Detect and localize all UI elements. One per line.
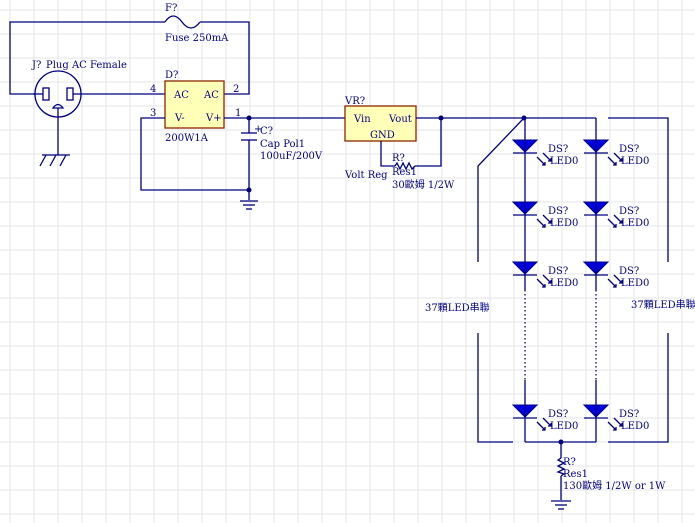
led-ref: DS? [548, 409, 568, 420]
capacitor[interactable]: + C? Cap Pol1 100uF/200V [241, 124, 323, 162]
pin-label-gnd: GND [370, 130, 395, 141]
pin-label-ac: AC [173, 90, 189, 101]
led-value: LED0 [621, 156, 649, 167]
light-emission-icon [607, 214, 623, 228]
regulator-value: Volt Reg [344, 170, 388, 181]
plug-ref: J? [31, 60, 41, 71]
light-emission-icon [536, 417, 552, 431]
earth-ground-icon [39, 154, 70, 167]
r1-type: Res1 [392, 167, 417, 178]
led[interactable]: DS?LED0 [511, 261, 578, 289]
resistor-r2[interactable]: R? Res1 130歐姆 1/2W or 1W [556, 457, 666, 492]
led-value: LED0 [550, 218, 578, 229]
led-value: LED0 [621, 218, 649, 229]
pin-label-vplus: V+ [205, 113, 222, 124]
cap-value: 100uF/200V [260, 151, 323, 162]
pin-number: 3 [150, 108, 156, 119]
voltage-regulator[interactable]: Vin Vout GND VR? Volt Reg [344, 96, 417, 181]
led[interactable]: DS?LED0 [582, 201, 649, 229]
light-emission-icon [607, 152, 623, 166]
light-emission-icon [536, 274, 552, 288]
led-ref: DS? [619, 409, 639, 420]
cap-polarity: + [254, 124, 262, 135]
bridge-rectifier[interactable]: AC AC V- V+ 4 2 3 1 D? 200W1A [150, 70, 241, 144]
light-emission-icon [607, 274, 623, 288]
led[interactable]: DS?LED0 [511, 201, 578, 229]
pin-number: 2 [233, 84, 239, 95]
led[interactable]: DS?LED0 [582, 261, 649, 289]
ground-icon [240, 200, 258, 210]
r1-ref: R? [392, 153, 405, 164]
led-ref: DS? [548, 266, 568, 277]
r2-type: Res1 [563, 469, 588, 480]
pin-label-vout: Vout [388, 114, 412, 125]
wire-top-loop[interactable] [9, 21, 250, 95]
led-ref: DS? [548, 206, 568, 217]
led-value: LED0 [550, 421, 578, 432]
fuse[interactable]: F? Fuse 250mA [164, 3, 229, 44]
r2-ref: R? [563, 457, 576, 468]
pin-label-ac: AC [203, 90, 219, 101]
led-value: LED0 [550, 156, 578, 167]
fuse-ref: F? [165, 3, 177, 14]
cap-type: Cap Pol1 [260, 139, 305, 150]
r1-value: 30歐姆 1/2W [392, 178, 455, 191]
led-ref: DS? [619, 206, 639, 217]
led-array: DS?LED0DS?LED0DS?LED0DS?LED0DS?LED0DS?LE… [511, 139, 649, 432]
series-note-left: 37顆LED串聯 [425, 302, 490, 314]
pin-number: 4 [150, 84, 156, 95]
led-value: LED0 [621, 421, 649, 432]
led-value: LED0 [621, 278, 649, 289]
bridge-value: 200W1A [165, 133, 209, 144]
wire-led-strings[interactable] [477, 118, 669, 500]
led-ref: DS? [619, 144, 639, 155]
cap-ref: C? [260, 126, 273, 137]
pin-label-vin: Vin [353, 114, 371, 125]
light-emission-icon [607, 417, 623, 431]
fuse-value: Fuse 250mA [165, 33, 229, 44]
series-note-right: 37顆LED串聯 [631, 299, 695, 311]
wire-regulator-out[interactable] [380, 115, 669, 263]
ground-icon [551, 500, 571, 510]
plug-value: Plug AC Female [46, 60, 127, 71]
pin-number: 1 [235, 108, 241, 119]
led-ref: DS? [548, 144, 568, 155]
regulator-ref: VR? [344, 96, 365, 107]
ac-plug[interactable]: J? Plug AC Female [31, 60, 127, 155]
led-value: LED0 [550, 278, 578, 289]
light-emission-icon [536, 214, 552, 228]
bridge-ref: D? [165, 70, 178, 81]
led-ref: DS? [619, 266, 639, 277]
r2-value: 130歐姆 1/2W or 1W [563, 479, 666, 492]
pin-label-vminus: V- [174, 113, 185, 124]
wire-dc[interactable] [140, 115, 345, 201]
resistor-r1[interactable]: R? Res1 30歐姆 1/2W [392, 153, 455, 191]
light-emission-icon [536, 152, 552, 166]
